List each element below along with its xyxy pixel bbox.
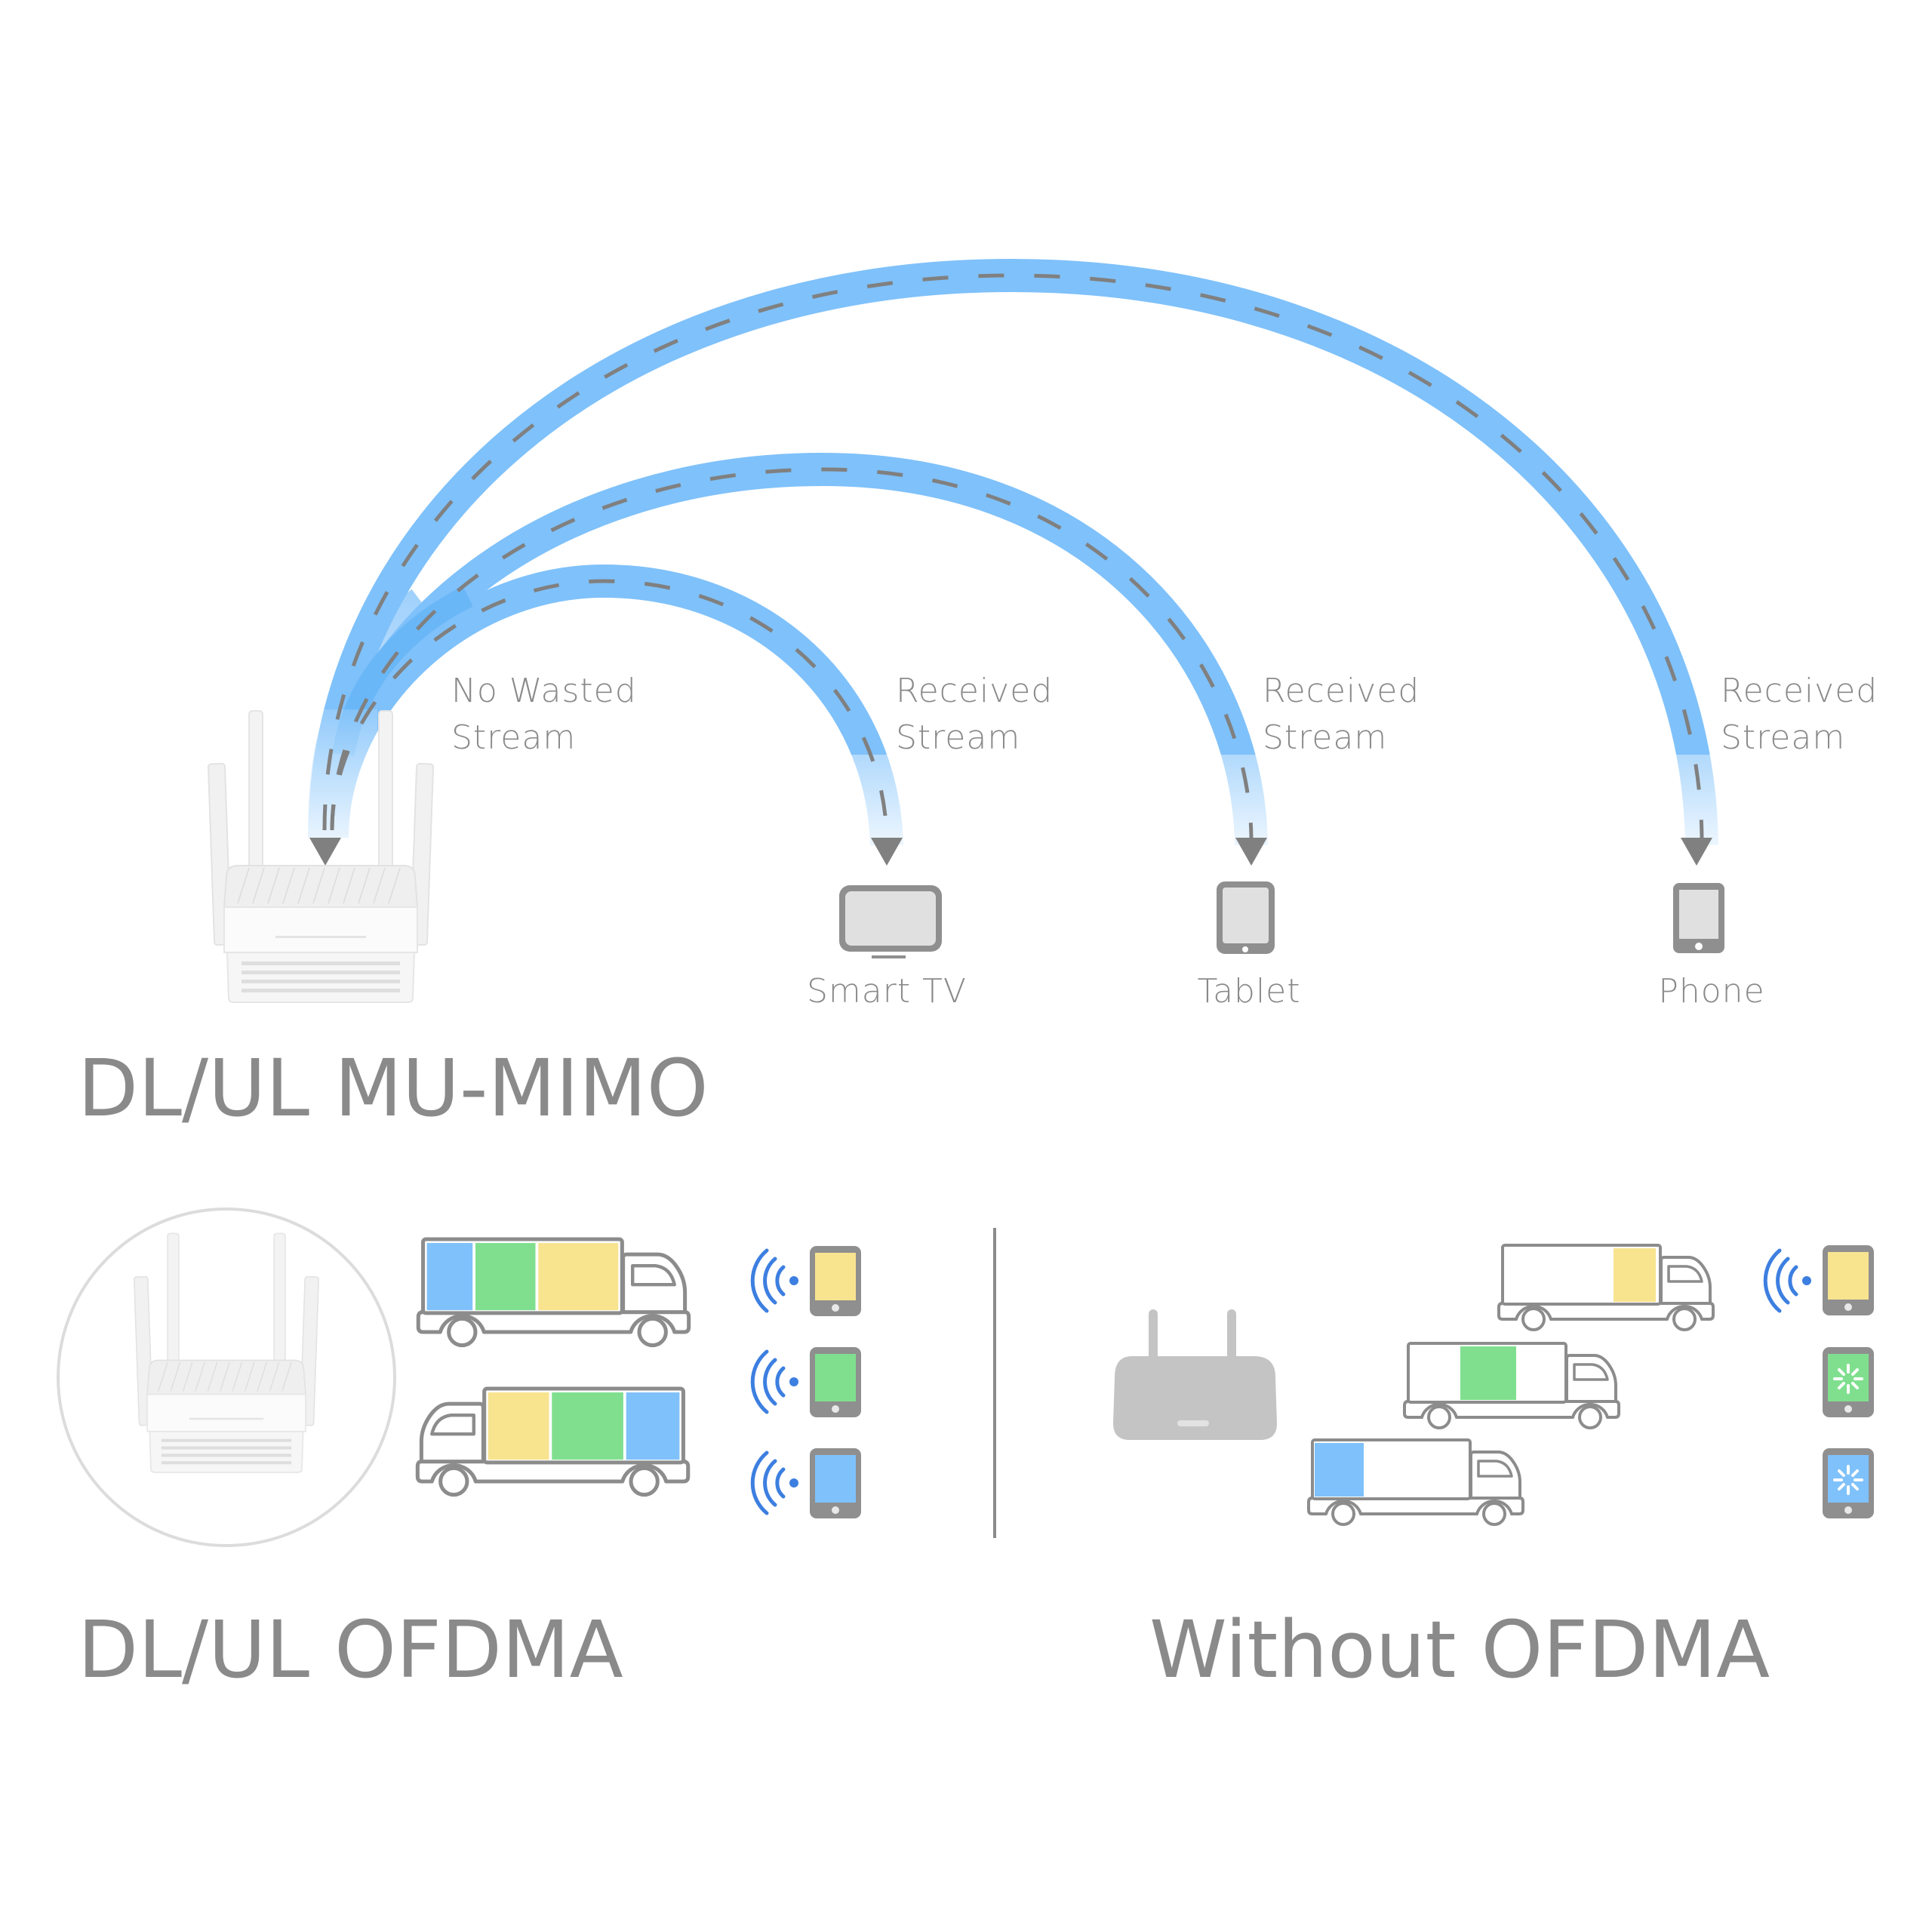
router-icon: [1113, 1309, 1277, 1440]
received-stream-label-tablet: Received Stream: [1263, 672, 1431, 757]
phone-icon: [1823, 1448, 1874, 1518]
phone-icon: [810, 1448, 861, 1518]
truck-icon: [417, 1389, 688, 1495]
ofdma-section: DL/UL OFDMA: [57, 1208, 861, 1696]
truck-icon: [1497, 1244, 1715, 1331]
truck-icon: [1307, 1438, 1524, 1526]
stream-dashes-phone: [322, 273, 1704, 838]
device-label-tv: Smart TV: [807, 972, 967, 1011]
mu-mimo-title: DL/UL MU-MIMO: [78, 1042, 709, 1134]
packet-yellow: [1614, 1248, 1656, 1302]
packet-blue: [626, 1392, 680, 1460]
packet-blue: [426, 1243, 473, 1311]
phone-icon: [810, 1246, 861, 1316]
phone-icon: [810, 1347, 861, 1417]
stream-dashes-tv: [330, 579, 889, 838]
tv-icon: [839, 885, 942, 958]
packet-yellow: [538, 1243, 619, 1311]
wifi-icon: [752, 1352, 798, 1412]
packet-green: [475, 1243, 536, 1311]
mu-mimo-section: No Wasted Stream Received Stream Receive…: [78, 258, 1889, 1134]
truck-icon: [1403, 1342, 1620, 1429]
stream-arcs: [287, 258, 1743, 860]
device-label-tablet: Tablet: [1197, 972, 1300, 1011]
phone-icon: [1823, 1347, 1874, 1417]
phone-icon: [1823, 1245, 1874, 1315]
phone-icon: [1673, 883, 1724, 953]
packet-green: [552, 1392, 623, 1460]
ofdma-title: DL/UL OFDMA: [78, 1604, 623, 1696]
wifi-icon: [752, 1251, 798, 1311]
truck-icon: [418, 1239, 688, 1346]
received-stream-label-phone: Received Stream: [1721, 672, 1889, 757]
received-stream-label-tv: Received Stream: [896, 672, 1064, 757]
arrow-to-phone-icon: [1681, 838, 1712, 866]
device-label-phone: Phone: [1658, 972, 1764, 1011]
tablet-icon: [1217, 881, 1275, 954]
section-divider: [993, 1228, 996, 1538]
without-ofdma-section: Without OFDMA: [1113, 1244, 1874, 1696]
packet-blue: [1315, 1443, 1364, 1497]
wifi-icon: [1765, 1251, 1811, 1311]
wifi-icon: [752, 1453, 798, 1513]
stream-dashes-tablet: [330, 467, 1254, 838]
arrow-to-router-icon: [309, 838, 341, 866]
arrow-to-tv-icon: [871, 838, 903, 866]
no-wasted-stream-label: No Wasted Stream: [451, 672, 648, 757]
packet-green: [1460, 1346, 1516, 1400]
without-ofdma-title: Without OFDMA: [1149, 1604, 1770, 1696]
packet-yellow: [488, 1392, 549, 1460]
arrow-to-tablet-icon: [1235, 838, 1267, 866]
